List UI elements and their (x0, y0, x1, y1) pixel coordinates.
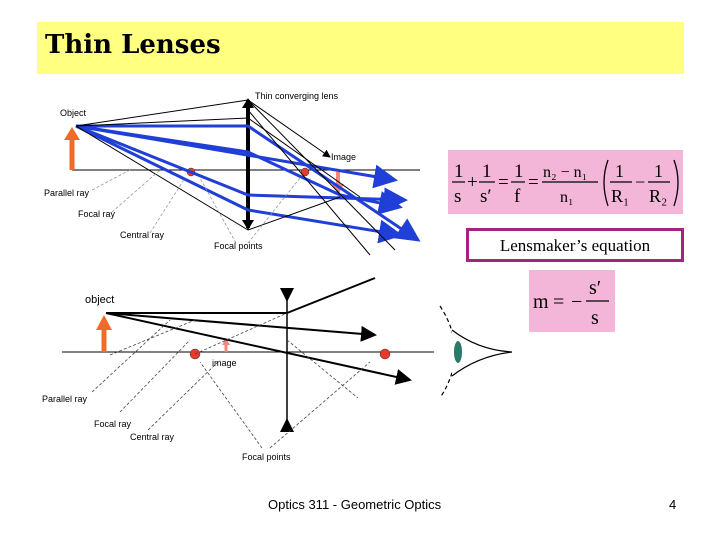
focal-point-right (300, 167, 310, 177)
eq-den-r2: R₂ (649, 186, 667, 206)
lensmaker-equation: 1 s + 1 s′ = 1 f = n₂ − n₁ n₁ 1 R₁ − 1 R… (448, 150, 683, 214)
label-focal-points: Focal points (214, 241, 263, 251)
title-bar: Thin Lenses (37, 22, 684, 74)
eq-minus: − (635, 172, 645, 192)
ray-through-center (75, 124, 398, 189)
ray-central-2 (105, 312, 377, 342)
ray-central (75, 124, 403, 215)
object-arrow-head-icon (64, 127, 80, 140)
label-thin-converging-lens: Thin converging lens (255, 91, 339, 101)
eq-num-3: 1 (514, 161, 524, 182)
eq-num-1: 1 (454, 161, 464, 182)
label-parallel-ray: Parallel ray (44, 188, 90, 198)
lens-bottom-inverted-arrow-icon (280, 418, 294, 432)
eq-den-f: f (514, 186, 521, 207)
footer-text: Optics 311 - Geometric Optics (268, 497, 442, 512)
lens-bottom-arrow-icon (242, 220, 254, 230)
lensmaker-label-box: Lensmaker’s equation (466, 228, 684, 262)
label-image: Image (331, 152, 356, 162)
ray-focal-2 (105, 312, 412, 385)
object-arrow-2-head-icon (96, 315, 112, 330)
label-focal-points-2: Focal points (242, 452, 291, 462)
eq-equals-1: = (498, 172, 509, 193)
label-object: Object (60, 108, 87, 118)
mag-minus: − (571, 291, 582, 313)
lens-top-inverted-arrow-icon (280, 288, 294, 302)
label-focal-ray-2: Focal ray (94, 419, 132, 429)
magnification-equation: m = − s′ s (529, 270, 615, 332)
eq-equals-2: = (528, 172, 539, 193)
mag-den-s: s (591, 307, 599, 329)
page-number: 4 (669, 497, 677, 512)
diverging-lens-diagram: object image Parallel ray Focal ray Cent… (42, 277, 434, 462)
converging-lens-diagram: Object Thin converging lens Image Parall… (44, 91, 421, 256)
eq-den-s: s (454, 186, 461, 207)
eq-num-n2-n1: n₂ − n₁ (543, 164, 587, 181)
ray-parallel-2-diverged (286, 277, 376, 314)
eq-den-n1: n₁ (560, 189, 574, 206)
eq-num-5: 1 (654, 161, 663, 181)
eq-den-r1: R₁ (611, 186, 629, 206)
eq-num-2: 1 (482, 161, 492, 182)
mag-equals: = (553, 291, 564, 313)
lens-top-arrow-icon (242, 98, 254, 108)
lensmaker-label: Lensmaker’s equation (499, 236, 651, 255)
eq-num-4: 1 (615, 161, 624, 181)
image-arrow-2-head-icon (222, 338, 230, 345)
slide-title: Thin Lenses (45, 30, 221, 60)
label-focal-ray: Focal ray (78, 209, 116, 219)
label-parallel-ray-2: Parallel ray (42, 394, 88, 404)
mag-num-s-prime: s′ (589, 277, 601, 299)
label-central-ray-2: Central ray (130, 432, 175, 442)
eq-den-s-prime: s′ (480, 186, 492, 207)
label-object-2: object (85, 294, 114, 306)
mag-m: m (533, 291, 549, 313)
ray-parallel (76, 124, 421, 242)
ray-focal (75, 124, 408, 212)
eye-icon (439, 305, 513, 399)
label-central-ray: Central ray (120, 230, 165, 240)
ray-lower (75, 124, 403, 244)
eq-plus: + (467, 172, 478, 193)
focal-point-right-2 (379, 348, 391, 360)
label-image-2: image (212, 358, 237, 368)
